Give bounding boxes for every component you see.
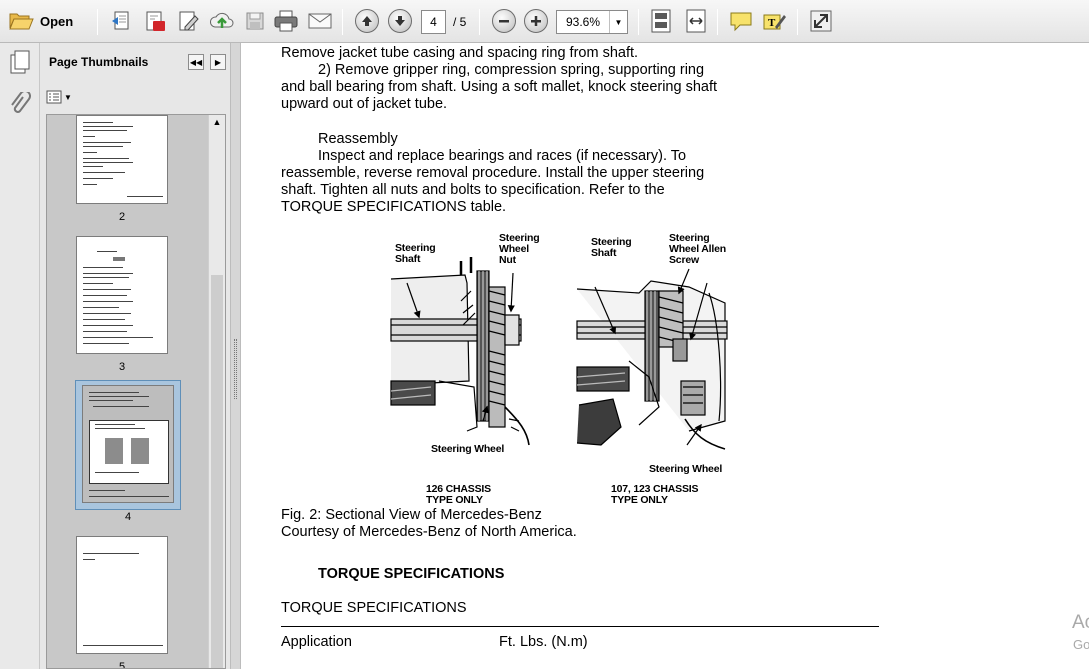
attachment-icon[interactable] [8,92,32,118]
thumbnail-label: 3 [118,361,126,373]
figure-caption: Fig. 2: Sectional View of Mercedes-Benz [281,507,542,523]
zoom-in-button[interactable] [521,6,551,36]
table-header-torque: Ft. Lbs. (N.m) [499,634,588,650]
page-number-input[interactable]: 4 [421,10,446,34]
open-button[interactable]: Open [8,6,73,36]
chevron-down-icon[interactable]: ▼ [609,11,627,33]
torque-heading: TORQUE SPECIFICATIONS [318,566,505,582]
previous-page-button[interactable] [352,6,382,36]
next-page-icon [388,9,412,33]
body-line: Remove jacket tube casing and spacing ri… [281,45,639,61]
thumbnail-label: 4 [124,511,132,523]
thumbnail-page-3[interactable] [76,236,168,354]
table-header-application: Application [281,634,352,650]
close-panel-button[interactable]: ▶ [210,54,226,70]
upload-button[interactable] [207,6,237,36]
fit-page-button[interactable] [646,6,676,36]
zoom-select[interactable]: 93.6% ▼ [556,10,628,34]
zoom-in-icon [524,9,548,33]
edit-icon [179,11,199,31]
email-button[interactable] [305,6,335,36]
email-icon [308,13,332,29]
comment-button[interactable] [726,6,756,36]
page-total: / 5 [453,15,467,29]
print-icon [274,10,298,32]
highlight-icon: T [763,14,786,30]
pdf-button[interactable] [140,6,170,36]
pdf-icon [146,11,165,31]
chevron-up-icon[interactable]: ▲ [212,117,222,127]
save-button[interactable] [240,6,270,36]
body-line: Inspect and replace bearings and races (… [318,148,687,164]
zoom-value: 93.6% [565,15,601,29]
main-toolbar: Open [0,0,1089,43]
next-page-button[interactable] [385,6,415,36]
body-line: reassemble, reverse removal procedure. I… [281,165,705,181]
collapse-panel-button[interactable]: ◀◀ [188,54,204,70]
body-line: shaft. Tighten all nuts and bolts to spe… [281,182,665,198]
fit-width-icon [686,9,706,33]
thumbnail-page-5[interactable] [76,536,168,654]
body-line: and ball bearing from shaft. Using a sof… [281,79,718,95]
svg-text:T: T [768,17,776,29]
options-icon [46,90,62,104]
thumbnail-page-4[interactable] [82,385,174,503]
expand-icon [810,10,832,32]
thumbnail-page-2[interactable] [76,115,168,204]
label-steering-shaft-right: Steering Shaft [591,236,632,259]
previous-page-icon [355,9,379,33]
panel-title: Page Thumbnails [49,55,149,69]
print-button[interactable] [271,6,301,36]
label-steering-wheel-left: Steering Wheel [431,443,505,455]
body-line: upward out of jacket tube. [281,96,448,112]
table-title: TORQUE SPECIFICATIONS [281,600,467,616]
sectional-view-figure: Steering Shaft Steering Wheel Nut Steeri… [389,231,734,509]
body-line: 2) Remove gripper ring, compression spri… [318,62,705,78]
thumbnail-list: 2 3 [46,114,226,669]
label-steering-wheel-right: Steering Wheel [649,463,723,475]
label-steering-wheel-allen-screw: Steering Wheel Allen Screw [669,232,726,266]
create-button[interactable] [107,6,137,36]
save-icon [246,12,264,30]
thumbnail-label: 5 [118,661,126,669]
open-label: Open [40,13,74,29]
thumbnail-options-button[interactable]: ▼ [46,89,72,105]
reassembly-heading: Reassembly [318,131,398,147]
page-thumbnails-icon[interactable] [8,50,32,76]
create-icon [112,11,129,30]
thumbnail-panel: Page Thumbnails ◀◀ ▶ ▼ 2 [40,43,230,669]
folder-open-icon [9,13,34,30]
label-steering-shaft-left: Steering Shaft [395,242,436,265]
table-rule [281,626,879,627]
upload-icon [209,12,234,28]
scrollbar-thumb[interactable] [211,275,223,668]
thumbnail-scrollbar[interactable]: ▲ [208,115,225,668]
fit-width-button[interactable] [681,6,711,36]
document-page: Remove jacket tube casing and spacing ri… [241,43,1089,669]
zoom-out-icon [492,9,516,33]
label-steering-wheel-nut: Steering Wheel Nut [499,232,540,266]
label-126-chassis: 126 CHASSIS TYPE ONLY [426,483,491,506]
panel-splitter[interactable] [230,43,241,669]
activation-watermark: Ac [1072,612,1089,633]
expand-button[interactable] [806,6,836,36]
highlight-button[interactable]: T [759,6,789,36]
figure-courtesy: Courtesy of Mercedes-Benz of North Ameri… [281,524,577,540]
activation-watermark-sub: Go [1073,637,1089,652]
thumbnail-label: 2 [118,211,126,223]
comment-icon [730,12,752,32]
zoom-out-button[interactable] [489,6,519,36]
fit-page-icon [651,9,671,33]
edit-button[interactable] [173,6,203,36]
body-line: TORQUE SPECIFICATIONS table. [281,199,507,215]
steering-column-illustration [390,257,728,450]
navigation-strip [0,43,40,669]
label-107-123-chassis: 107, 123 CHASSIS TYPE ONLY [611,483,699,506]
